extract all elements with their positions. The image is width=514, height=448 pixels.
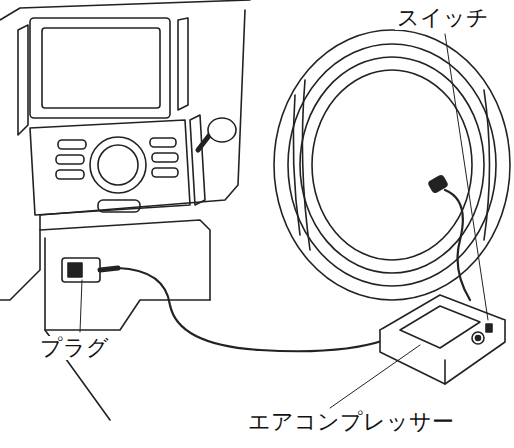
dashboard xyxy=(0,0,250,420)
power-cord xyxy=(118,268,385,351)
part-label: エアコンプレッサー xyxy=(246,410,456,434)
part-label: プラグ xyxy=(38,336,111,360)
plug xyxy=(100,268,118,270)
spare-tire xyxy=(274,30,510,300)
part-label: スイッチ xyxy=(395,6,491,30)
air-hose xyxy=(445,190,470,300)
leader-lines xyxy=(80,34,488,408)
